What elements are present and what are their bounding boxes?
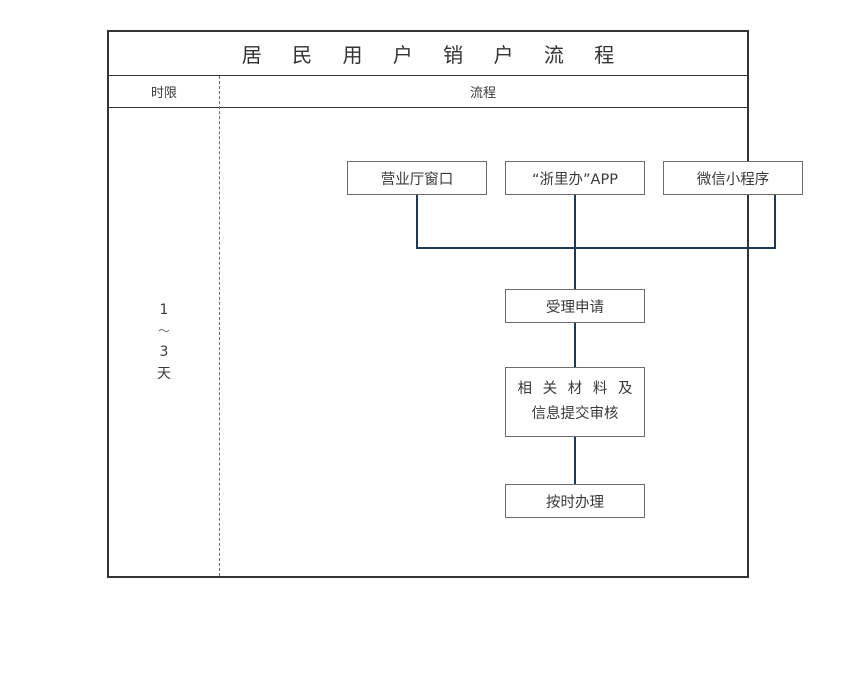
node-process-on-time[interactable]: 按时办理	[505, 484, 645, 518]
column-header-time-limit: 时限	[150, 86, 177, 101]
time-limit-cell: 1 ～ 3 天	[109, 108, 219, 576]
connector-accept-to-materials	[574, 323, 576, 367]
node-submit-materials-review[interactable]: 相 关 材 料 及 信息提交审核	[505, 367, 645, 437]
process-flow-area: 营业厅窗口 “浙里办”APP 微信小程序 受理申请 相 关 材 料 及 信息提交…	[219, 108, 803, 576]
node-service-hall-window-label: 营业厅窗口	[380, 171, 454, 188]
connector-merge-bar	[416, 247, 776, 249]
column-header-row: 时限 流程	[109, 76, 747, 108]
connector-materials-to-ontime	[574, 437, 576, 484]
node-zhelibanapp-label: “浙里办”APP	[532, 171, 618, 188]
column-divider	[219, 76, 220, 576]
duration-from: 1	[159, 302, 169, 318]
node-service-hall-window[interactable]: 营业厅窗口	[347, 161, 487, 195]
process-table-frame: 居 民 用 户 销 户 流 程 时限 流程 1 ～ 3 天	[107, 30, 803, 578]
node-accept-application[interactable]: 受理申请	[505, 289, 645, 323]
duration-separator: ～	[157, 324, 170, 338]
connector-to-accept	[574, 247, 576, 289]
connector-app-drop	[574, 195, 576, 248]
duration-unit: 天	[157, 366, 171, 382]
connector-wechat-drop	[774, 195, 776, 248]
node-submit-materials-review-label-line1: 相 关 材 料 及	[517, 380, 636, 397]
node-wechat-miniprogram[interactable]: 微信小程序	[663, 161, 803, 195]
page-title: 居 民 用 户 销 户 流 程	[241, 43, 627, 67]
node-accept-application-label: 受理申请	[546, 299, 604, 316]
duration-to: 3	[159, 344, 169, 360]
node-process-on-time-label: 按时办理	[546, 494, 604, 511]
title-row: 居 民 用 户 销 户 流 程	[109, 32, 747, 76]
column-header-process: 流程	[469, 86, 496, 101]
node-zhelibanapp[interactable]: “浙里办”APP	[505, 161, 645, 195]
connector-hall-drop	[416, 195, 418, 248]
node-submit-materials-review-label-line2: 信息提交审核	[531, 406, 619, 422]
node-wechat-miniprogram-label: 微信小程序	[696, 171, 770, 188]
